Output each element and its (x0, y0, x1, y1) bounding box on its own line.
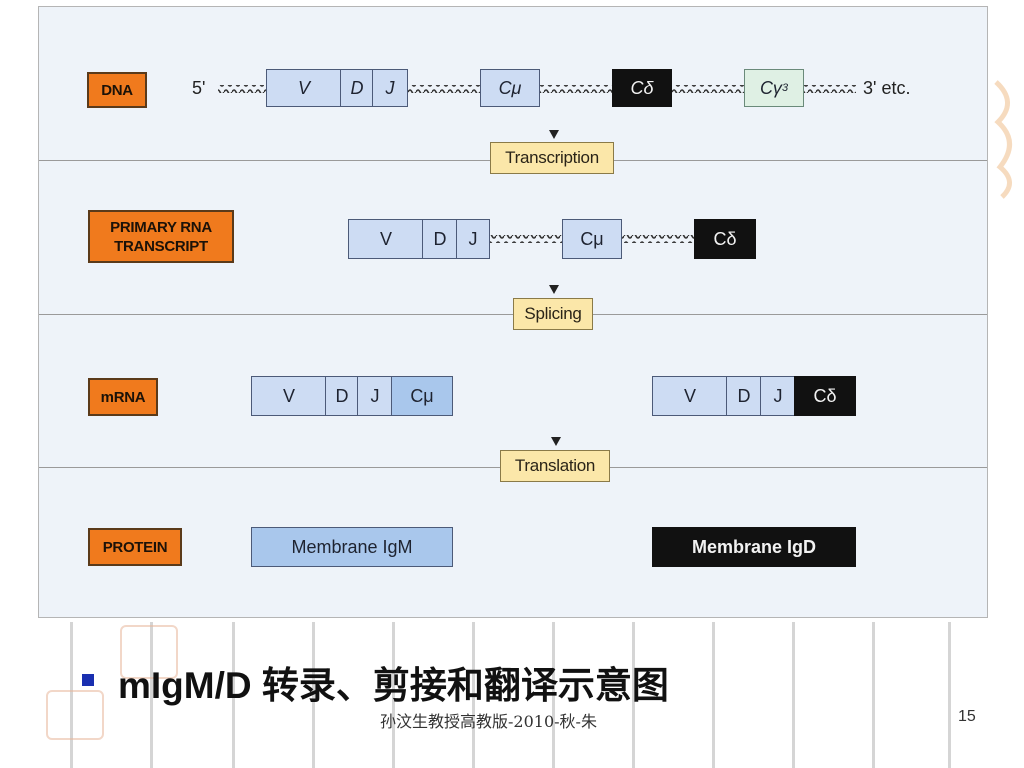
step-splicing: Splicing (513, 298, 593, 330)
j-segment: J (357, 376, 393, 416)
slide-footer: 孙汶生教授高教版-2010-秋-朱 (380, 712, 597, 731)
d-segment: D (340, 69, 374, 107)
v-segment: V (251, 376, 327, 416)
j-segment: J (760, 376, 796, 416)
d-segment: D (726, 376, 762, 416)
decorative-line (632, 622, 635, 768)
c-delta-segment: Cδ (794, 376, 856, 416)
v-segment: V (266, 69, 342, 107)
d-segment: D (325, 376, 359, 416)
five-prime-label: 5' (192, 78, 206, 98)
stage-label-dna: DNA (87, 72, 147, 108)
page-number: 15 (958, 708, 976, 725)
decorative-line (312, 622, 315, 768)
decorative-line (472, 622, 475, 768)
stage-label-text: PRIMARY RNA (110, 218, 212, 236)
j-segment: J (372, 69, 408, 107)
decorative-line (792, 622, 795, 768)
three-prime-label: 3' etc. (863, 78, 911, 98)
stage-label-text: DNA (101, 81, 133, 99)
c-mu-segment: Cμ (480, 69, 540, 107)
step-transcription: Transcription (490, 142, 614, 174)
v-segment: V (348, 219, 424, 259)
decorative-line (392, 622, 395, 768)
d-segment: D (422, 219, 458, 259)
stage-label-text: TRANSCRIPT (114, 237, 208, 255)
down-arrow-icon (549, 285, 559, 294)
decorative-line (232, 622, 235, 768)
stage-label-primary-rna: PRIMARY RNA TRANSCRIPT (88, 210, 234, 263)
protein-membrane-igd: Membrane IgD (652, 527, 856, 567)
c-mu-segment: Cμ (562, 219, 622, 259)
c-delta-segment: Cδ (694, 219, 756, 259)
decorative-line (948, 622, 951, 768)
v-segment: V (652, 376, 728, 416)
down-arrow-icon (549, 130, 559, 139)
watermark-graphic (994, 80, 1012, 199)
c-gamma3-subscript: 3 (781, 82, 789, 94)
protein-membrane-igm: Membrane IgM (251, 527, 453, 567)
stage-label-mrna: mRNA (88, 378, 158, 416)
decorative-line (712, 622, 715, 768)
stage-label-text: mRNA (100, 388, 146, 406)
stage-label-protein: PROTEIN (88, 528, 182, 566)
stage-label-text: PROTEIN (102, 538, 168, 556)
step-translation: Translation (500, 450, 610, 482)
c-mu-segment: Cμ (391, 376, 453, 416)
decorative-line (150, 622, 153, 768)
slide-caption: mIgM/D 转录、剪接和翻译示意图 (118, 665, 669, 706)
decorative-line (872, 622, 875, 768)
c-delta-segment: Cδ (612, 69, 672, 107)
intron-lines (218, 85, 856, 243)
j-segment: J (456, 219, 490, 259)
decorative-line (70, 622, 73, 768)
bullet-icon (82, 674, 94, 686)
decorative-line (552, 622, 555, 768)
seal-stamp (46, 690, 104, 740)
down-arrow-icon (551, 437, 561, 446)
c-gamma3-text: Cγ (759, 77, 782, 98)
seal-stamp (120, 625, 178, 679)
